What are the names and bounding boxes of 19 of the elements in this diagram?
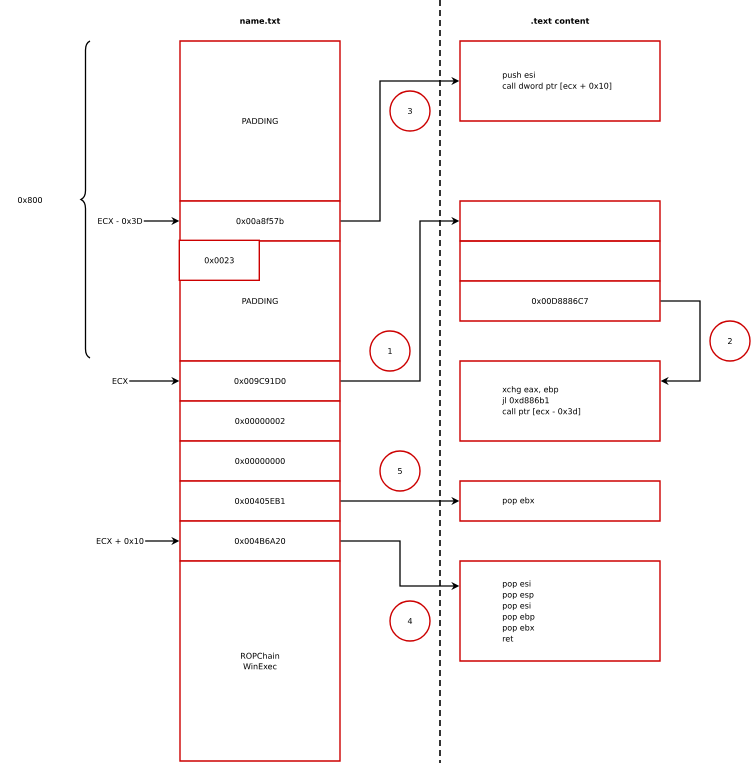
column-heading: .text content bbox=[531, 18, 590, 24]
size-label: 0x800 bbox=[18, 196, 42, 204]
code-box: push esi call dword ptr [ecx + 0x10] bbox=[459, 40, 661, 122]
memory-cell: 0x004B6A20 bbox=[179, 520, 341, 562]
code-box: xchg eax, ebp jl 0xd886b1 call ptr [ecx - 0x3d] bbox=[459, 360, 661, 442]
pointer-label: ECX bbox=[112, 378, 128, 384]
memory-cell: 0x009C91D0 bbox=[179, 360, 341, 402]
arrow bbox=[660, 300, 701, 386]
code-box: pop ebx bbox=[459, 480, 661, 522]
code-box: pop esi pop esp pop esi pop ebp pop ebx ret bbox=[459, 560, 661, 662]
memory-cell: 0x0023 bbox=[178, 240, 260, 281]
pointer-label: ECX - 0x3D bbox=[98, 218, 142, 224]
memory-cell: 0x00405EB1 bbox=[179, 480, 341, 522]
column-heading: name.txt bbox=[240, 18, 280, 24]
memory-cell: 0x00D8886C7 bbox=[459, 280, 661, 322]
memory-cell: 0x00000002 bbox=[179, 400, 341, 442]
pointer-label: ECX + 0x10 bbox=[96, 538, 144, 544]
memory-cell bbox=[459, 200, 661, 242]
memory-cell: 0x00000000 bbox=[179, 440, 341, 482]
